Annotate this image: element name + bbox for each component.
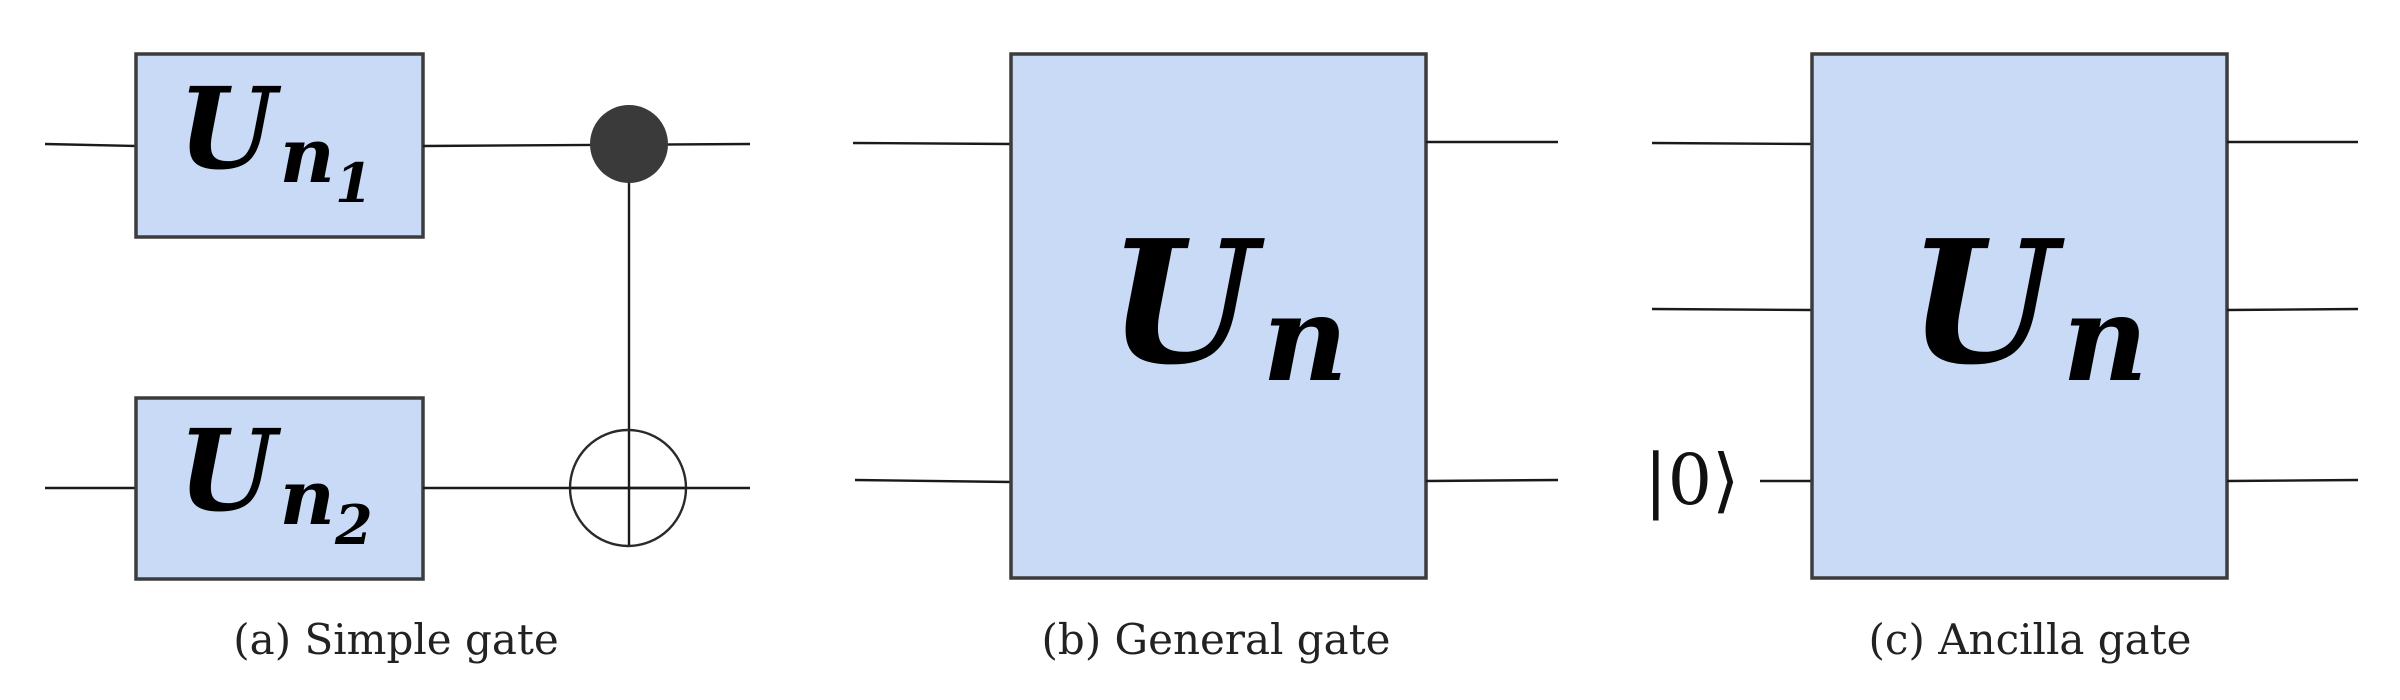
wire-1-output: [422, 142, 751, 148]
cnot-control-dot: [590, 105, 668, 183]
gate-u-n-general: [1009, 52, 1428, 580]
wire-b2-output: [1425, 478, 1559, 483]
gate-u-n-general-label: Un: [1108, 203, 1348, 408]
panel-a-simple-gate: Un1 Un2 (a) Simple gate: [44, 52, 751, 664]
caption-c: (c) Ancilla gate: [1869, 615, 2192, 664]
gate-u-n-ancilla-label: Un: [1908, 203, 2148, 408]
gate-u-n2: [134, 396, 425, 581]
gate-u-n1-label: Un1: [178, 64, 373, 215]
gate-u-n2-label: Un2: [178, 406, 373, 557]
panel-c-ancilla-gate: |0⟩ Un (c) Ancilla gate: [1644, 52, 2359, 664]
wire-c3-output: [2226, 478, 2359, 483]
wire-b1-input: [852, 141, 1012, 146]
caption-b: (b) General gate: [1042, 615, 1391, 664]
panel-b-general-gate: Un (b) General gate: [852, 52, 1559, 664]
caption-a: (a) Simple gate: [233, 615, 558, 664]
wire-c1-input: [1651, 141, 1813, 146]
gate-u-n-ancilla: [1810, 52, 2229, 580]
ancilla-ket-label: |0⟩: [1644, 439, 1739, 521]
wire-c2-input: [1651, 307, 1813, 312]
wire-c2-output: [2226, 307, 2359, 312]
wire-1-input: [44, 142, 137, 148]
wire-b2-input: [854, 478, 1012, 484]
